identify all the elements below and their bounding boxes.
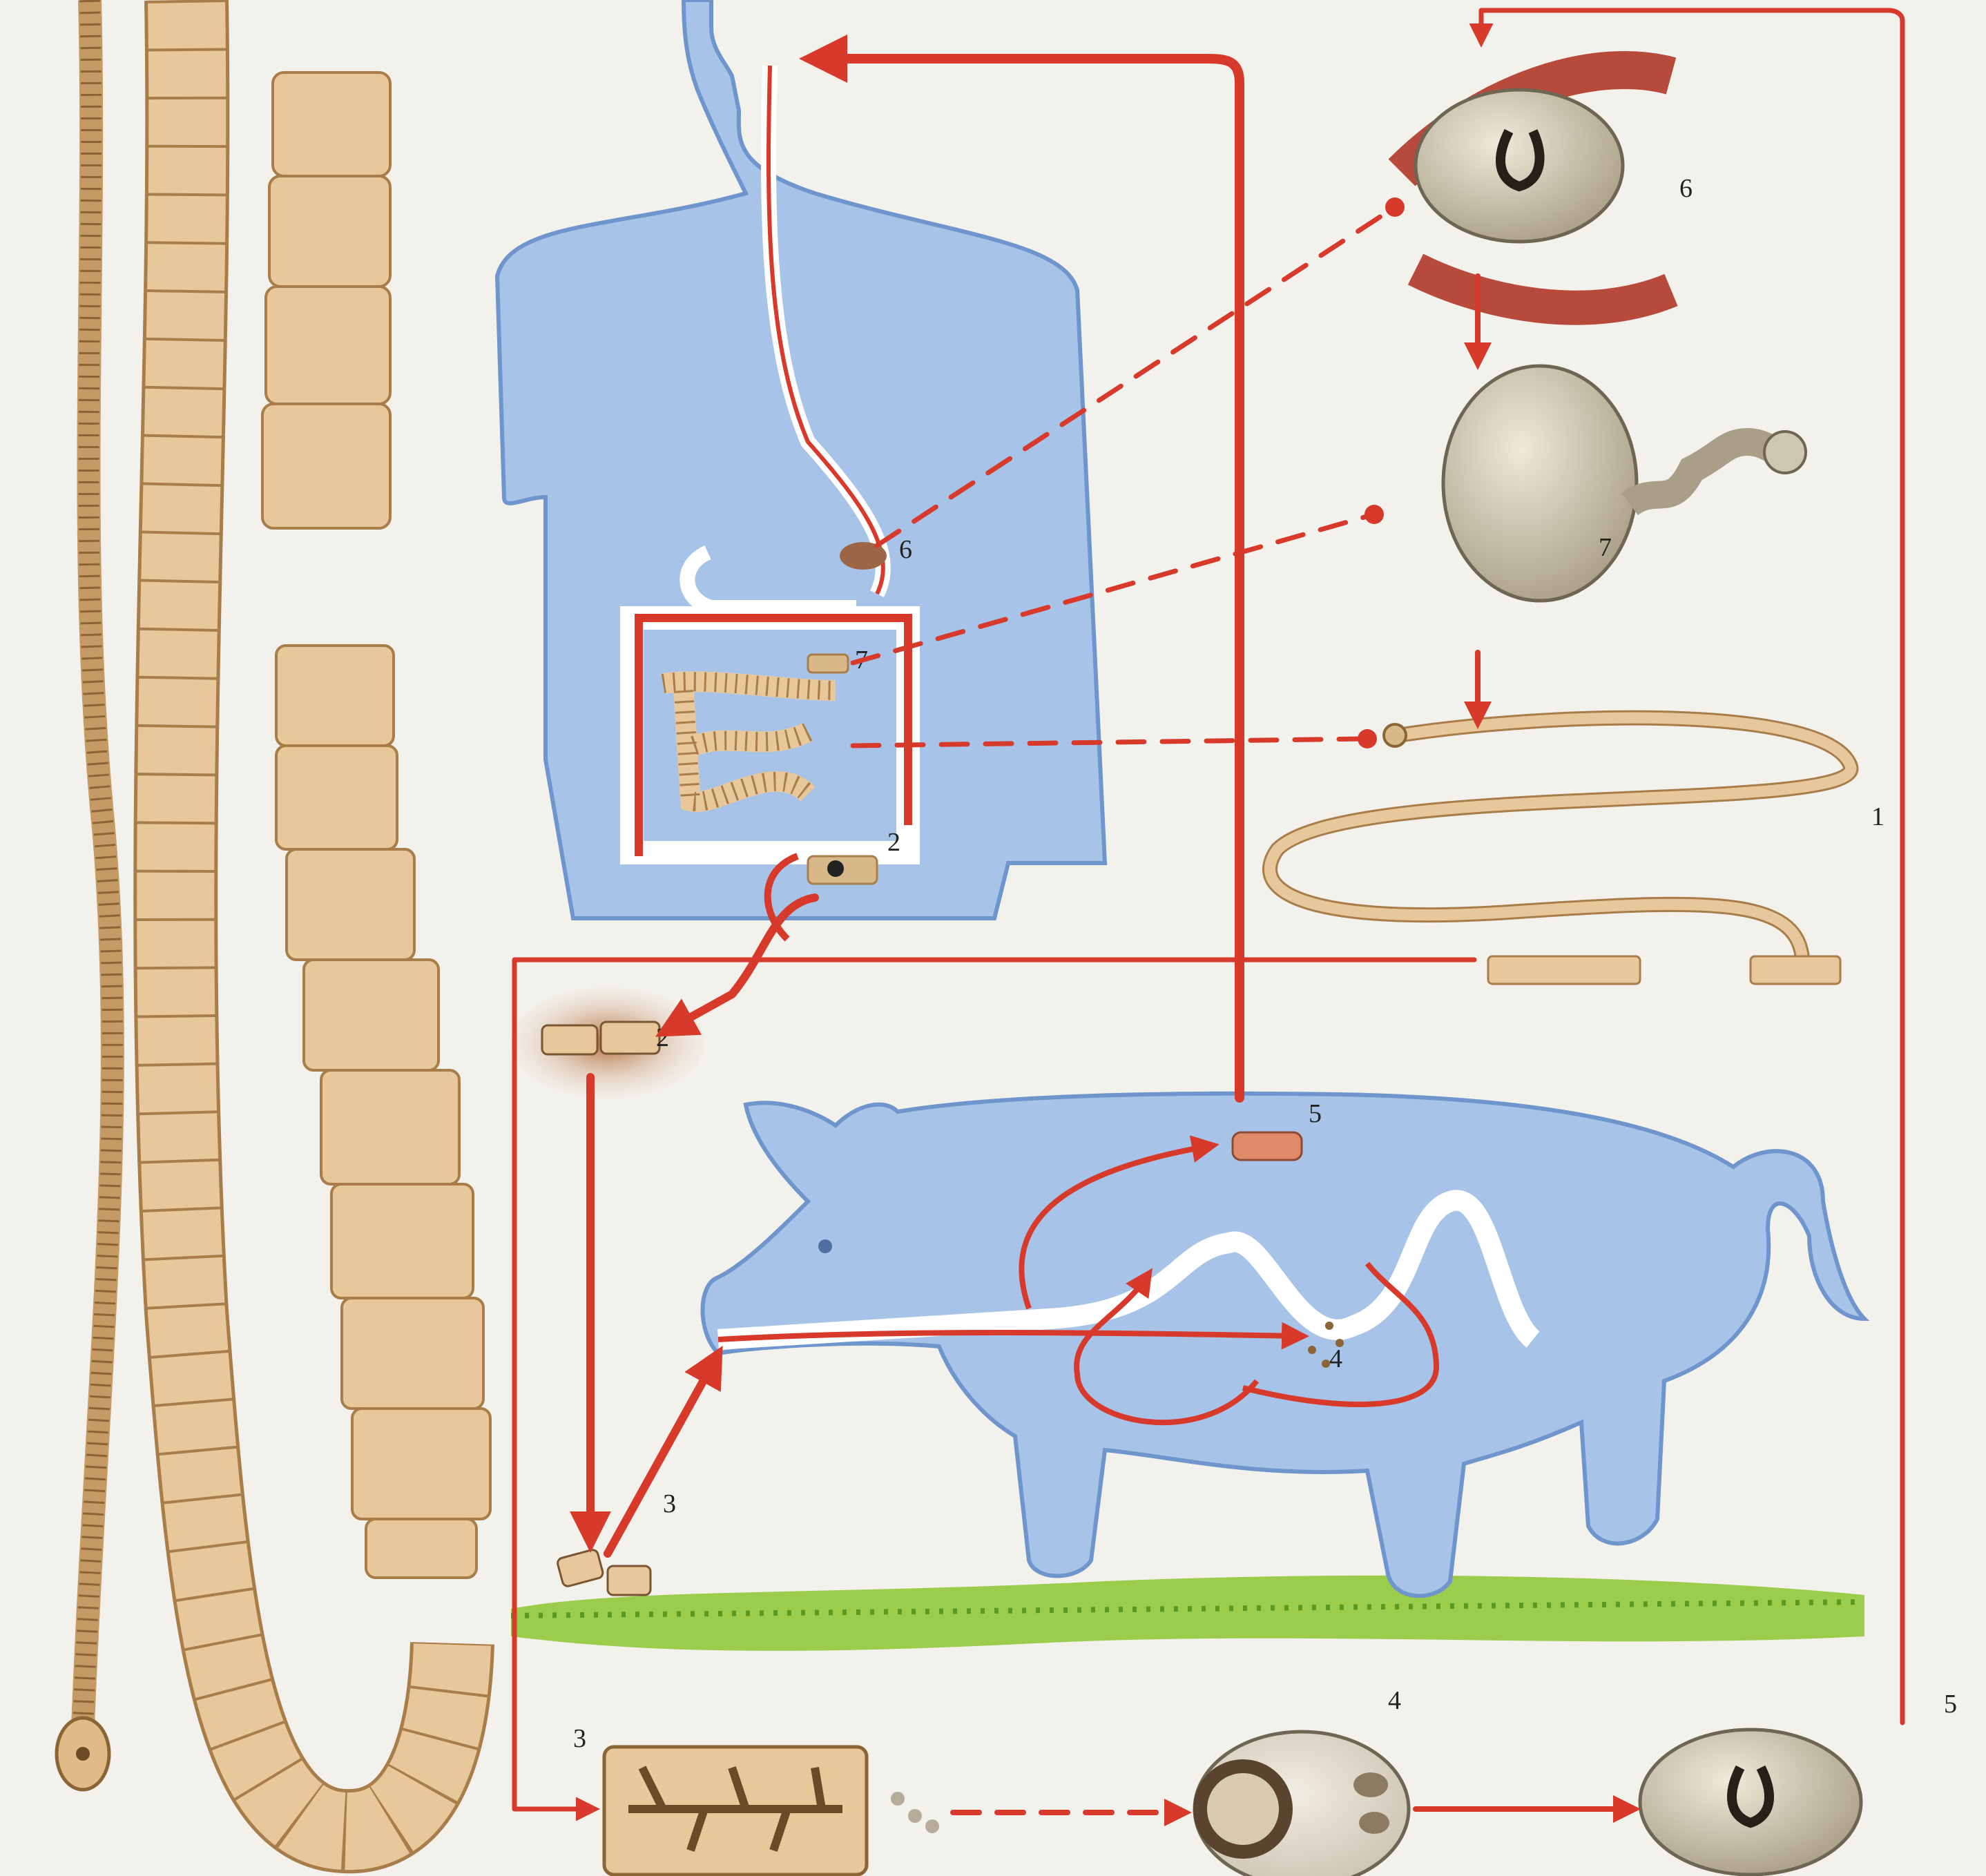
grass-ground — [511, 1576, 1864, 1651]
cysticercus-icon: 5 — [1640, 1690, 1957, 1875]
label-pig-muscle-cyst: 5 — [1309, 1099, 1322, 1128]
gravid-proglottid-detail: 3 — [573, 1724, 939, 1875]
tapeworm-thin-strip — [57, 0, 113, 1790]
label-human-stomach: 6 — [899, 535, 912, 564]
cyst-detail-muscle: 6 — [1402, 70, 1693, 307]
proglottid-chain-lower — [276, 646, 490, 1578]
evaginated-scolex-detail: 7 — [1443, 366, 1806, 601]
adult-worm-detail: 1 — [1270, 718, 1884, 984]
label-adult-worm: 1 — [1871, 802, 1884, 831]
proglottid-chain-upper — [262, 72, 390, 528]
label-cyst-detail: 6 — [1679, 174, 1693, 203]
label-egg: 4 — [1388, 1686, 1401, 1715]
proglottids-in-dung: 2 — [511, 987, 704, 1098]
egg-icon: 4 — [1193, 1686, 1409, 1876]
pig-silhouette-icon — [703, 1094, 1865, 1596]
label-pig-gut-oncospheres: 4 — [1329, 1344, 1342, 1373]
label-proglottids-on-grass: 3 — [663, 1489, 676, 1518]
label-evaginated-scolex: 7 — [1599, 533, 1612, 562]
label-human-proglottids-exit: 2 — [887, 828, 900, 857]
label-cysticercus: 5 — [1944, 1690, 1957, 1719]
label-gravid-proglottid: 3 — [573, 1724, 586, 1753]
